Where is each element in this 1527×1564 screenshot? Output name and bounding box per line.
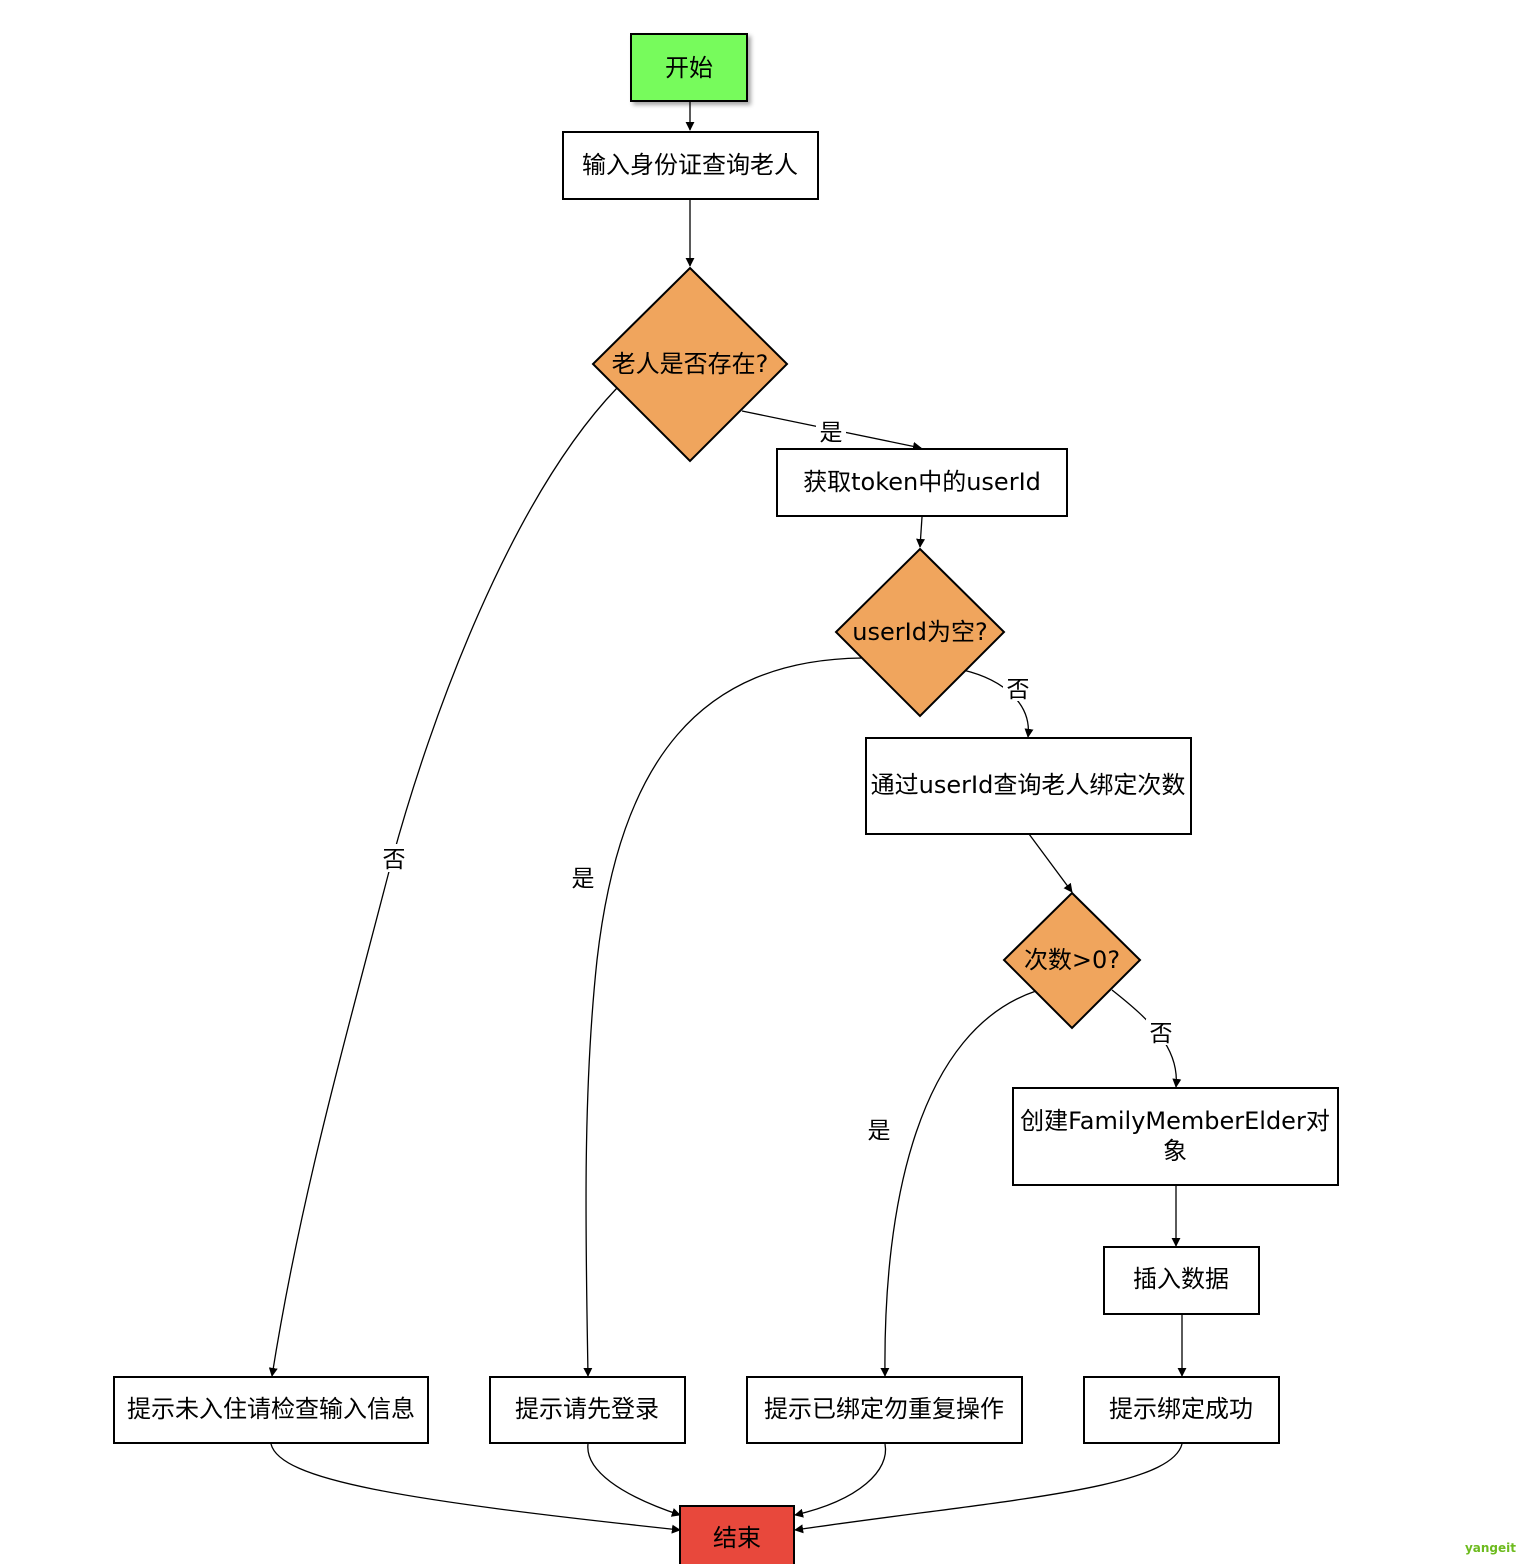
node-tip-bind-success: 提示绑定成功: [1083, 1376, 1280, 1444]
label-exists-no: 否: [383, 847, 406, 873]
node-tip-already-bound: 提示已绑定勿重复操作: [746, 1376, 1023, 1444]
tip-bind-success-label: 提示绑定成功: [1109, 1395, 1253, 1423]
label-empty-yes: 是: [572, 866, 595, 892]
create-object-label-line2: 象: [1163, 1137, 1187, 1165]
node-tip-login-first: 提示请先登录: [489, 1376, 686, 1444]
insert-data-label: 插入数据: [1133, 1265, 1229, 1293]
node-end: 结束: [679, 1505, 795, 1564]
input-id-label: 输入身份证查询老人: [582, 151, 798, 179]
label-count-yes: 是: [868, 1118, 891, 1144]
edge-labels: 是 否 否 是 否 是: [379, 418, 1176, 1144]
label-count-no: 否: [1150, 1021, 1173, 1047]
node-insert-data: 插入数据: [1103, 1246, 1260, 1315]
edge-empty-yes: [583, 657, 863, 1377]
label-empty-no: 否: [1007, 677, 1030, 703]
edge-tip1-to-end: [270, 1443, 681, 1534]
elder-exists-label: 老人是否存在?: [612, 350, 769, 378]
user-id-empty-label: userId为空?: [852, 618, 987, 646]
node-user-id-empty: userId为空?: [834, 547, 1006, 718]
edge-tip4-to-end: [794, 1443, 1183, 1534]
count-gt-zero-label: 次数>0?: [1024, 946, 1120, 974]
edge-count-yes: [880, 990, 1037, 1377]
edges: [268, 102, 1187, 1534]
node-query-bind-count: 通过userId查询老人绑定次数: [865, 737, 1192, 835]
node-elder-exists: 老人是否存在?: [591, 266, 789, 463]
tip-not-checked-in-label: 提示未入住请检查输入信息: [127, 1395, 415, 1423]
get-user-id-label: 获取token中的userId: [803, 468, 1041, 496]
end-label: 结束: [713, 1524, 761, 1552]
node-count-gt-zero: 次数>0?: [1002, 891, 1142, 1030]
node-tip-not-checked-in: 提示未入住请检查输入信息: [113, 1376, 429, 1444]
edge-tip2-to-end: [587, 1443, 681, 1517]
start-label: 开始: [665, 54, 713, 82]
tip-login-first-label: 提示请先登录: [515, 1395, 659, 1423]
node-get-user-id: 获取token中的userId: [776, 448, 1068, 517]
edge-getuserid-to-empty: [916, 516, 926, 548]
node-start: 开始: [630, 33, 748, 102]
label-exists-yes: 是: [820, 420, 843, 446]
edge-tip3-to-end: [794, 1443, 887, 1518]
node-create-object: 创建FamilyMemberElder对 象: [1012, 1087, 1339, 1186]
create-object-label-line1: 创建FamilyMemberElder对: [1020, 1107, 1330, 1135]
query-bind-count-label: 通过userId查询老人绑定次数: [871, 771, 1186, 799]
node-input-id: 输入身份证查询老人: [562, 131, 819, 200]
edge-exists-no: [268, 387, 618, 1377]
watermark-logo: yangeit: [1465, 1541, 1516, 1555]
edge-query-to-count: [1028, 833, 1073, 893]
tip-already-bound-label: 提示已绑定勿重复操作: [764, 1395, 1004, 1423]
